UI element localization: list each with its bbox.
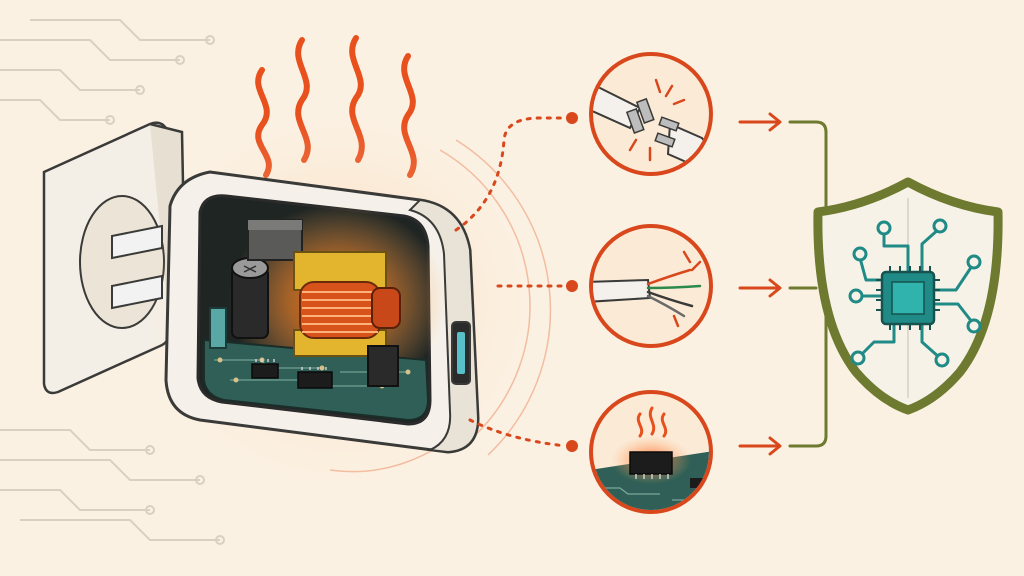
connector-dot-3: [566, 440, 578, 452]
dotted-connectors: [454, 116, 568, 448]
transformer: [293, 251, 387, 357]
loose-plug-icon: [589, 52, 713, 176]
frayed-cable-icon: [589, 224, 713, 348]
overheating-chip-icon: [589, 390, 713, 514]
arrows-to-shield: [738, 112, 782, 456]
shield-chip-icon: [813, 177, 1003, 415]
charger-cutaway-icon: [111, 170, 480, 454]
capacitor: [231, 257, 269, 339]
background-circuit-traces: [0, 19, 225, 545]
connector-dot-1: [566, 112, 578, 124]
charger-prongs: [111, 224, 163, 310]
connector-dot-2: [566, 280, 578, 292]
